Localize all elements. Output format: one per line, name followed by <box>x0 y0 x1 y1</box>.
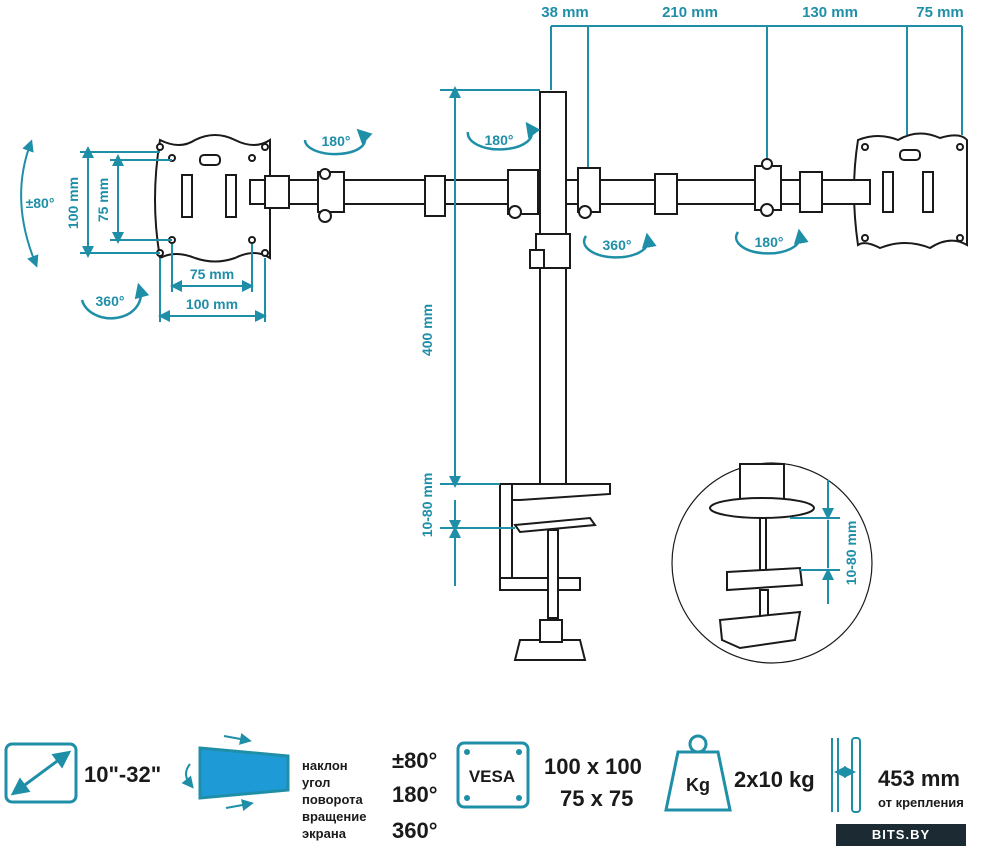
left-plate-dimension-lines <box>20 139 267 322</box>
label-tilt: наклон <box>302 758 348 773</box>
clamp-detail-inset: 10-80 mm <box>671 462 873 664</box>
rotation-360-plate: 360° <box>96 293 125 309</box>
dim-38: 38 mm <box>541 4 589 21</box>
dim-clamp: 10-80 mm <box>419 473 435 538</box>
load-value: 2x10 kg <box>734 767 815 792</box>
dim-75-left: 75 mm <box>95 178 111 222</box>
vesa-icon-label: VESA <box>469 767 515 786</box>
label-spin: вращение <box>302 809 367 824</box>
dim-400: 400 mm <box>419 304 435 356</box>
tilt-angle-label: ±80° <box>26 195 55 211</box>
rotation-arrows <box>80 121 809 320</box>
weight-icon <box>664 734 732 812</box>
vesa-icon <box>456 741 530 809</box>
rotation-360-center: 360° <box>603 237 632 253</box>
dim-75: 75 mm <box>916 4 964 21</box>
vesa-size-small: 75 x 75 <box>560 786 634 811</box>
dim-75-width: 75 mm <box>190 266 234 282</box>
angle-spin-value: 360° <box>392 818 438 843</box>
weight-icon-label: Kg <box>686 775 710 795</box>
dim-100-left: 100 mm <box>65 177 81 229</box>
wall-reach-icon <box>831 737 861 813</box>
vesa-size-large: 100 x 100 <box>544 754 642 779</box>
screen-size-value: 10"-32" <box>84 762 162 787</box>
angle-tilt-value: ±80° <box>392 748 438 773</box>
reach-label: от крепления <box>878 795 964 810</box>
tilt-screen-icon <box>181 733 290 811</box>
brand-badge: BITS.BY <box>836 824 966 846</box>
dim-210: 210 mm <box>662 4 718 21</box>
reach-value: 453 mm <box>878 766 960 791</box>
pole-dimension-lines <box>440 86 540 586</box>
screen-size-icon <box>4 742 78 804</box>
label-screen: экрана <box>302 826 346 841</box>
angle-rotation-value: 180° <box>392 782 438 807</box>
label-angle: угол <box>302 775 331 790</box>
top-dimension-lines <box>550 25 963 170</box>
inset-clamp-range: 10-80 mm <box>843 521 859 586</box>
clamp <box>499 483 611 661</box>
tilt-labels: наклон угол поворота вращение экрана <box>302 757 366 842</box>
dim-130: 130 mm <box>802 4 858 21</box>
label-rotation: поворота <box>302 792 363 807</box>
pole <box>529 91 571 493</box>
dim-100-width: 100 mm <box>186 296 238 312</box>
right-vesa-plate <box>853 132 968 250</box>
rotation-180-right: 180° <box>755 234 784 250</box>
rotation-180-center: 180° <box>485 132 514 148</box>
rotation-180-left: 180° <box>322 133 351 149</box>
